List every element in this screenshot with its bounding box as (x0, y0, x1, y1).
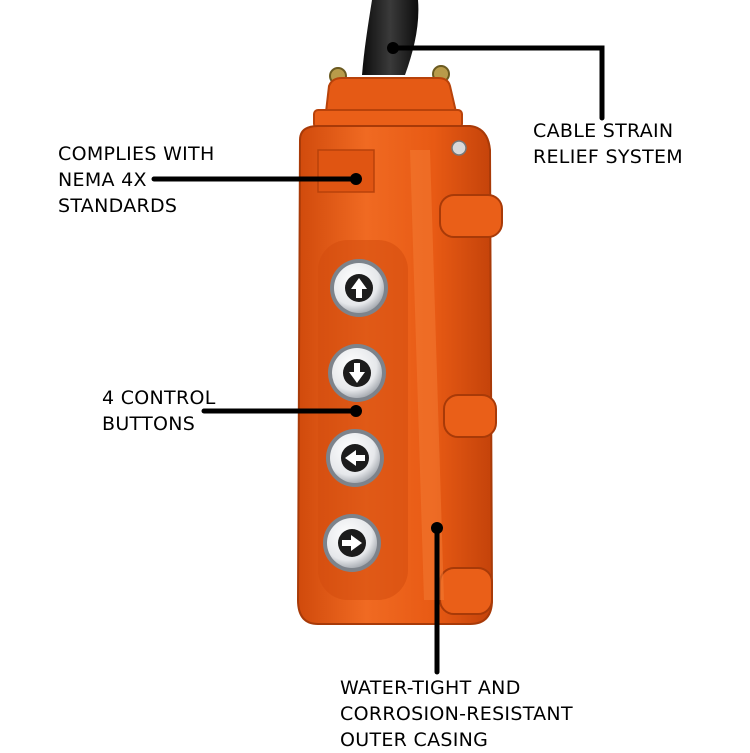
callout-line: CORROSION-RESISTANT (340, 703, 573, 725)
callout-nema-standards: COMPLIES WITH NEMA 4X STANDARDS (58, 141, 215, 219)
arrow-right-icon (342, 535, 362, 551)
button-recess (318, 240, 408, 600)
callout-line: BUTTONS (102, 413, 196, 435)
side-lug-top (439, 194, 503, 238)
callout-line: COMPLIES WITH (58, 143, 215, 165)
callout-line: OUTER CASING (340, 729, 489, 751)
callout-line: CABLE STRAIN (533, 120, 674, 142)
side-lug-bottom (439, 567, 493, 615)
leader-lines (151, 42, 605, 675)
callout-line: 4 CONTROL (102, 387, 216, 409)
housing-ridge (410, 150, 444, 600)
side-lug-middle (443, 394, 497, 438)
cable (362, 0, 419, 75)
leader-cable (390, 45, 605, 121)
arrow-up-icon (351, 278, 367, 298)
control-button-up[interactable] (330, 259, 388, 317)
callout-line: NEMA 4X (58, 169, 147, 191)
control-button-left[interactable] (326, 429, 384, 487)
callout-line: WATER-TIGHT AND (340, 677, 521, 699)
callout-cable-strain-relief: CABLE STRAIN RELIEF SYSTEM (533, 118, 683, 170)
callout-line: STANDARDS (58, 195, 178, 217)
housing-top-cap (324, 77, 458, 113)
label-plate (317, 149, 375, 193)
callout-outer-casing: WATER-TIGHT AND CORROSION-RESISTANT OUTE… (340, 675, 573, 753)
arrow-left-icon (345, 450, 365, 466)
ground-screw (451, 140, 467, 156)
callout-control-buttons: 4 CONTROL BUTTONS (102, 385, 216, 437)
callout-line: RELIEF SYSTEM (533, 146, 683, 168)
control-button-down[interactable] (328, 344, 386, 402)
arrow-down-icon (349, 363, 365, 383)
control-button-right[interactable] (323, 514, 381, 572)
